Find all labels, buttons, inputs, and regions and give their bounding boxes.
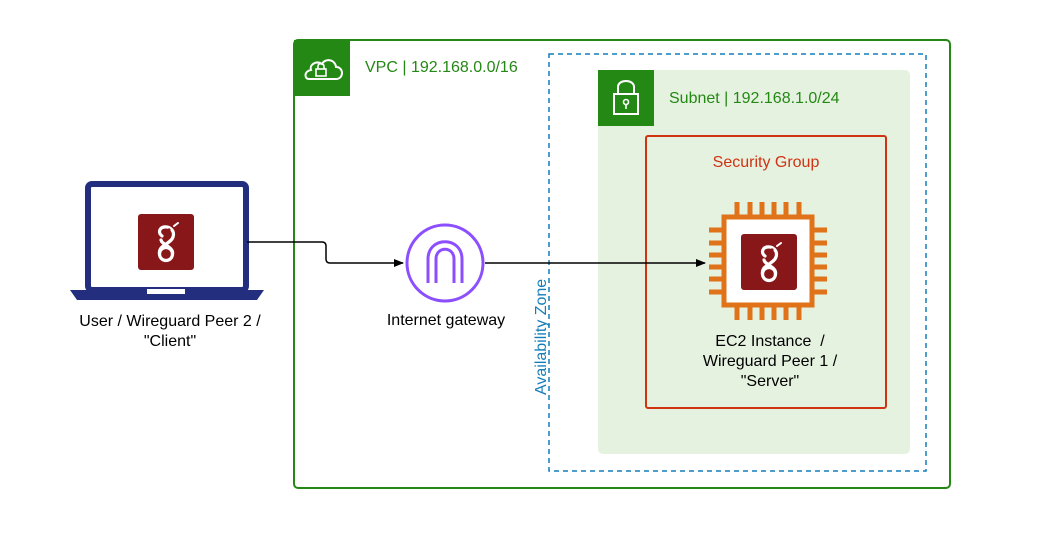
vpc-boundary — [293, 39, 951, 489]
security-group-boundary — [645, 135, 887, 409]
subnet-lock-icon — [598, 70, 654, 126]
availability-zone-title: Availability Zone — [533, 278, 550, 395]
client-to-gateway-connector — [247, 241, 404, 267]
internet-gateway-icon — [405, 223, 485, 303]
security-group-title: Security Group — [712, 154, 820, 171]
wireguard-logo-icon-client — [136, 212, 196, 272]
ec2-instance-label: EC2 Instance / Wireguard Peer 1 / "Serve… — [702, 333, 838, 390]
client-label: User / Wireguard Peer 2 / "Client" — [79, 313, 261, 350]
ec2-chip-icon — [709, 202, 827, 320]
wireguard-logo-icon-server — [739, 232, 799, 292]
vpc-title: VPC | 192.168.0.0/16 — [365, 59, 518, 76]
internet-gateway-label: Internet gateway — [386, 312, 506, 329]
vpc-cloud-icon — [294, 40, 350, 96]
subnet-title: Subnet | 192.168.1.0/24 — [669, 90, 840, 107]
